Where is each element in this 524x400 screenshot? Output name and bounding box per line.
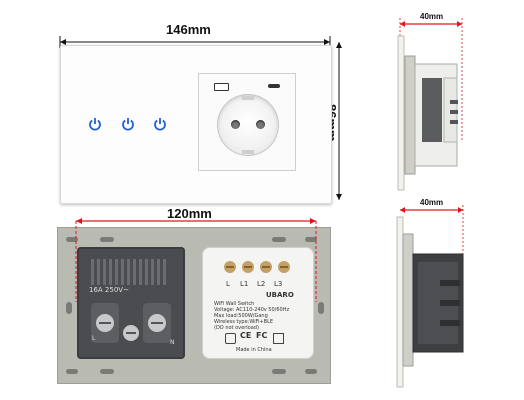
frame-slot [272, 237, 286, 242]
frame-slot [66, 237, 78, 242]
frame-slot [272, 369, 286, 374]
back-span-label: 120mm [167, 206, 212, 221]
earth-clip-bottom [242, 150, 254, 154]
frame-slot [100, 237, 114, 242]
side-depth-label-top: 40mm [420, 12, 444, 21]
switch-terminal-screws [224, 261, 290, 273]
switch-module-back [202, 247, 314, 359]
pin-hole-left [231, 120, 240, 129]
frame-slot [66, 369, 78, 374]
usb-a-port[interactable] [214, 83, 229, 91]
recycle-icon [225, 333, 236, 344]
switch-terminal-l: L [226, 280, 230, 288]
power-icon [122, 118, 134, 131]
power-icon [89, 118, 101, 131]
weee-icon [273, 333, 284, 344]
made-in-label: Made in China [236, 347, 272, 353]
pin-hole-right [256, 120, 265, 129]
spec-block: WiFi Wall Switch Voltage: AC110-240v 50/… [214, 301, 289, 331]
socket-rating: 16A 250V~ [89, 286, 129, 294]
frame-slot [100, 369, 114, 374]
frame-slot [305, 237, 317, 242]
schuko-outlet[interactable] [217, 94, 279, 156]
power-icon [154, 118, 166, 131]
frame-slot [318, 302, 324, 314]
switch-terminal-l3: L3 [274, 280, 283, 288]
spec-line: WiFi Wall Switch [214, 301, 255, 307]
switch-terminal-l2: L2 [257, 280, 266, 288]
spec-line: (DO not overload) [214, 325, 259, 331]
terminal-label-n: N [170, 339, 175, 346]
frame-slot [305, 369, 317, 374]
spec-line: Wireless type:WiFi+BLE [214, 319, 274, 325]
ce-mark: CE [240, 331, 252, 340]
spec-line: Max load:500W/Gang [214, 313, 268, 319]
usb-c-port[interactable] [268, 84, 280, 88]
socket-module-details [91, 259, 171, 343]
brand-label: UBARO [266, 291, 294, 299]
earth-clip-top [242, 96, 254, 100]
width-label: 146mm [166, 22, 211, 37]
touch-button-1[interactable] [88, 117, 102, 137]
spec-line: Voltage: AC110-240v 50/60Hz [214, 307, 290, 313]
side-depth-label-bottom: 40mm [420, 198, 444, 207]
touch-button-2[interactable] [121, 117, 135, 137]
touch-button-3[interactable] [153, 117, 167, 137]
switch-terminal-l1: L1 [240, 280, 249, 288]
terminal-label-l: L [92, 335, 96, 342]
frame-slot [66, 302, 72, 314]
fc-mark: FC [256, 331, 268, 340]
